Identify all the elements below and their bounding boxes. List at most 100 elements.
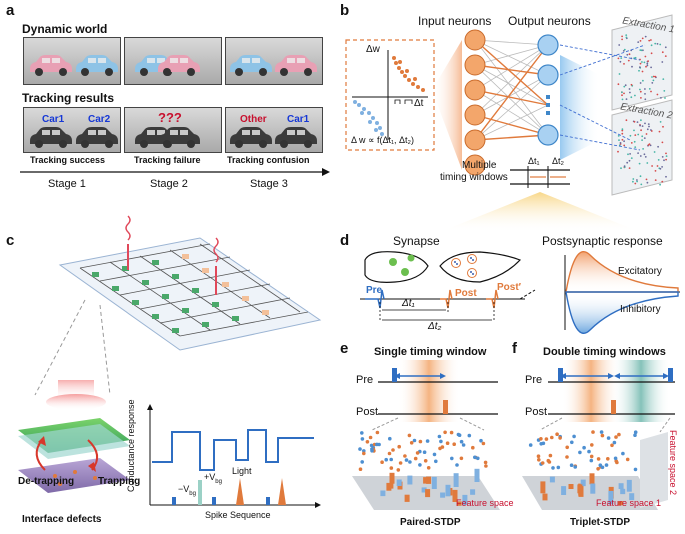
feature-point: [621, 138, 624, 141]
feature-point: [654, 42, 657, 45]
feature-point: [656, 43, 659, 45]
feature-point: [459, 439, 464, 444]
feature-point: [644, 35, 647, 38]
feature-bar: [447, 488, 453, 496]
panel-f-pre-label: Pre: [525, 374, 543, 386]
label-unknown: ???: [158, 110, 182, 125]
feature-bar: [620, 488, 626, 495]
dt-axis-label: Δt: [414, 98, 424, 109]
feature-point: [621, 91, 623, 94]
feature-point: [461, 443, 466, 447]
feature-point: [418, 463, 422, 467]
panel-f-title: Double timing windows: [543, 346, 666, 358]
feature-point: [646, 128, 649, 131]
panel-e-feature-space: Feature space: [456, 498, 514, 508]
synapse-label: Synapse: [393, 234, 440, 248]
feature-point: [620, 167, 622, 170]
feature-point: [539, 462, 543, 466]
feature-point: [637, 152, 639, 155]
feature-point: [655, 76, 657, 79]
feature-point: [547, 460, 552, 464]
feature-point: [537, 458, 541, 462]
feature-bar: [626, 479, 632, 492]
feature-point: [633, 433, 637, 438]
feature-point: [558, 434, 562, 439]
feature-point: [623, 63, 625, 65]
feature-point: [663, 90, 666, 92]
output-neurons: [537, 34, 559, 146]
feature-point: [633, 140, 636, 143]
feature-point: [467, 433, 472, 438]
synapse-cell: [242, 296, 249, 301]
feature-point: [640, 49, 643, 52]
feature-point: [389, 466, 394, 470]
feature-point: [569, 463, 574, 468]
feature-point: [639, 82, 642, 84]
feature-point: [634, 182, 637, 185]
feature-point: [473, 455, 477, 460]
post-spike: [440, 289, 453, 309]
feature-point: [438, 446, 442, 451]
feature-point: [437, 434, 442, 439]
feature-point: [648, 125, 650, 128]
feature-point: [370, 447, 374, 451]
feature-point: [639, 88, 641, 91]
feature-point: [573, 465, 577, 469]
synapse-cell: [232, 316, 239, 321]
feature-point: [646, 64, 649, 67]
feature-point: [652, 79, 655, 82]
feature-point: [658, 130, 661, 133]
feature-bar: [440, 492, 446, 498]
feature-point: [415, 451, 420, 455]
feature-point: [556, 465, 561, 470]
panel-label-b: b: [340, 2, 350, 19]
feature-point: [479, 438, 483, 443]
feature-bar: [577, 484, 583, 494]
feature-point: [617, 150, 619, 153]
panel-e-rule: Paired-STDP: [400, 517, 461, 528]
label-other: Other: [240, 114, 267, 125]
feature-bar: [589, 473, 595, 485]
feature-point: [572, 434, 576, 439]
feature-point: [630, 96, 633, 99]
feature-bar: [388, 483, 394, 489]
feature-bar: [470, 489, 476, 495]
feature-point: [391, 448, 395, 452]
feature-point: [598, 463, 603, 468]
feature-point: [639, 155, 642, 157]
feature-point: [388, 436, 392, 441]
feature-scatter: [358, 430, 488, 472]
feature-point: [618, 73, 621, 75]
feature-point: [548, 453, 553, 458]
dt1-label: Δt₁: [402, 298, 415, 309]
panel-label-f: f: [512, 340, 517, 357]
feature-point: [639, 67, 642, 69]
feature-point: [618, 144, 621, 147]
feature-point: [558, 436, 562, 440]
feature-point: [434, 459, 438, 464]
feature-point: [589, 458, 594, 463]
feature-point: [375, 430, 380, 435]
feature-point: [617, 135, 620, 137]
feature-point: [362, 449, 366, 453]
feature-bar: [549, 476, 555, 483]
feature-point: [629, 91, 631, 94]
feature-point: [409, 441, 414, 445]
postsynaptic-terminal: [439, 251, 522, 283]
post-label: Post: [455, 288, 477, 299]
inhibitory-label: Inhibitory: [620, 304, 661, 315]
feature-point: [623, 165, 626, 168]
feature-point: [590, 443, 594, 447]
feature-point: [646, 162, 649, 164]
feature-point: [481, 441, 486, 446]
feature-point: [639, 124, 641, 127]
synapse-cell: [112, 286, 119, 291]
feature-point: [565, 445, 569, 450]
feature-point: [377, 442, 381, 447]
feature-point: [621, 94, 623, 97]
feature-point: [648, 39, 651, 42]
feature-point: [644, 93, 646, 95]
feature-point: [459, 456, 464, 461]
synapse-cell: [92, 272, 99, 277]
feature-point: [639, 175, 642, 178]
